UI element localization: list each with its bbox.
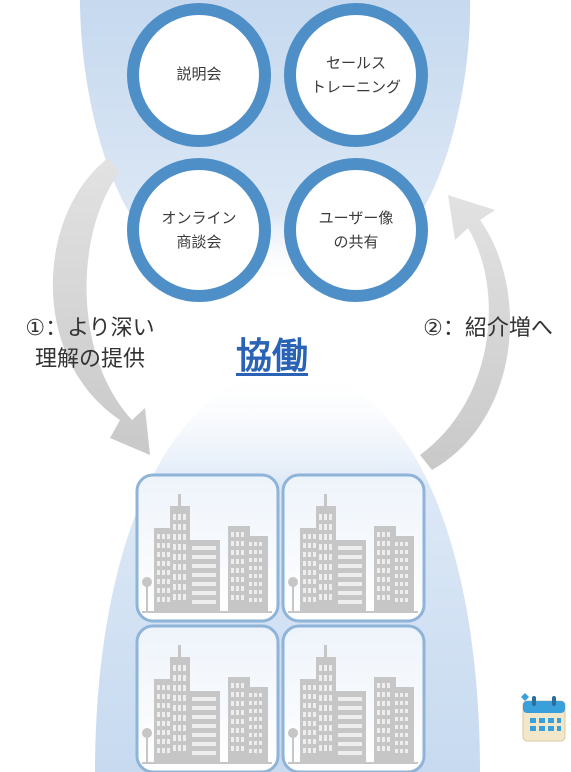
center-title: 協働 [235, 336, 308, 377]
building-icon [288, 494, 418, 613]
circle-user-profile [284, 158, 428, 302]
circle-label-online-shodankai: オンライン 商談会 [161, 209, 237, 251]
building-icon [288, 645, 418, 764]
left-arrow [52, 158, 150, 455]
circle-label-setsumeikai: 説明会 [176, 65, 222, 83]
circle-label-sales-training: セールス トレーニング [310, 54, 401, 96]
calendar-icon[interactable] [521, 693, 567, 743]
left-label: ①：より深い 理解の提供 [25, 316, 155, 372]
building-icon [142, 645, 272, 764]
right-arrow [420, 195, 511, 470]
circle-online-shodankai [127, 158, 271, 302]
circle-sales-training [284, 3, 428, 147]
right-label: ②：紹介増へ [423, 316, 553, 341]
circle-setsumeikai [127, 3, 271, 147]
building-icon [142, 494, 272, 613]
circle-label-user-profile: ユーザー像 の共有 [318, 209, 394, 251]
